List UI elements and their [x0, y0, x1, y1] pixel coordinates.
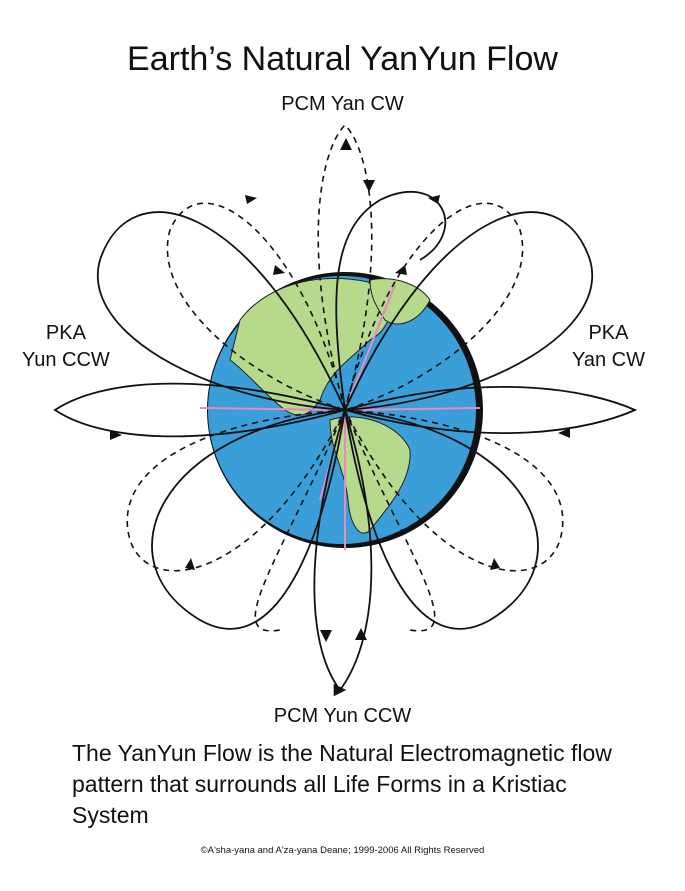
- dashed-flow-loops: [126, 123, 564, 632]
- label-pka-yun-ccw: PKA Yun CCW: [22, 320, 110, 374]
- caption: The YanYun Flow is the Natural Electroma…: [72, 740, 612, 828]
- label-pcm-yun-ccw: PCM Yun CCW: [273, 705, 412, 727]
- copyright: ©A'sha-yana and A'za-yana Deane; 1999-20…: [200, 845, 485, 856]
- solid-flow-loops: [53, 191, 638, 697]
- label-line: PKA: [45, 322, 86, 344]
- label-pka-yan-cw: PKA Yan CW: [572, 320, 645, 374]
- north-america: [229, 277, 392, 416]
- diagram-title: Earth’s Natural YanYun Flow: [127, 40, 558, 78]
- label-line: Yan CW: [572, 349, 645, 371]
- label-line: PKA: [588, 322, 629, 344]
- label-line: Yun CCW: [22, 349, 110, 371]
- label-pcm-yan-cw: PCM Yan CW: [281, 93, 404, 115]
